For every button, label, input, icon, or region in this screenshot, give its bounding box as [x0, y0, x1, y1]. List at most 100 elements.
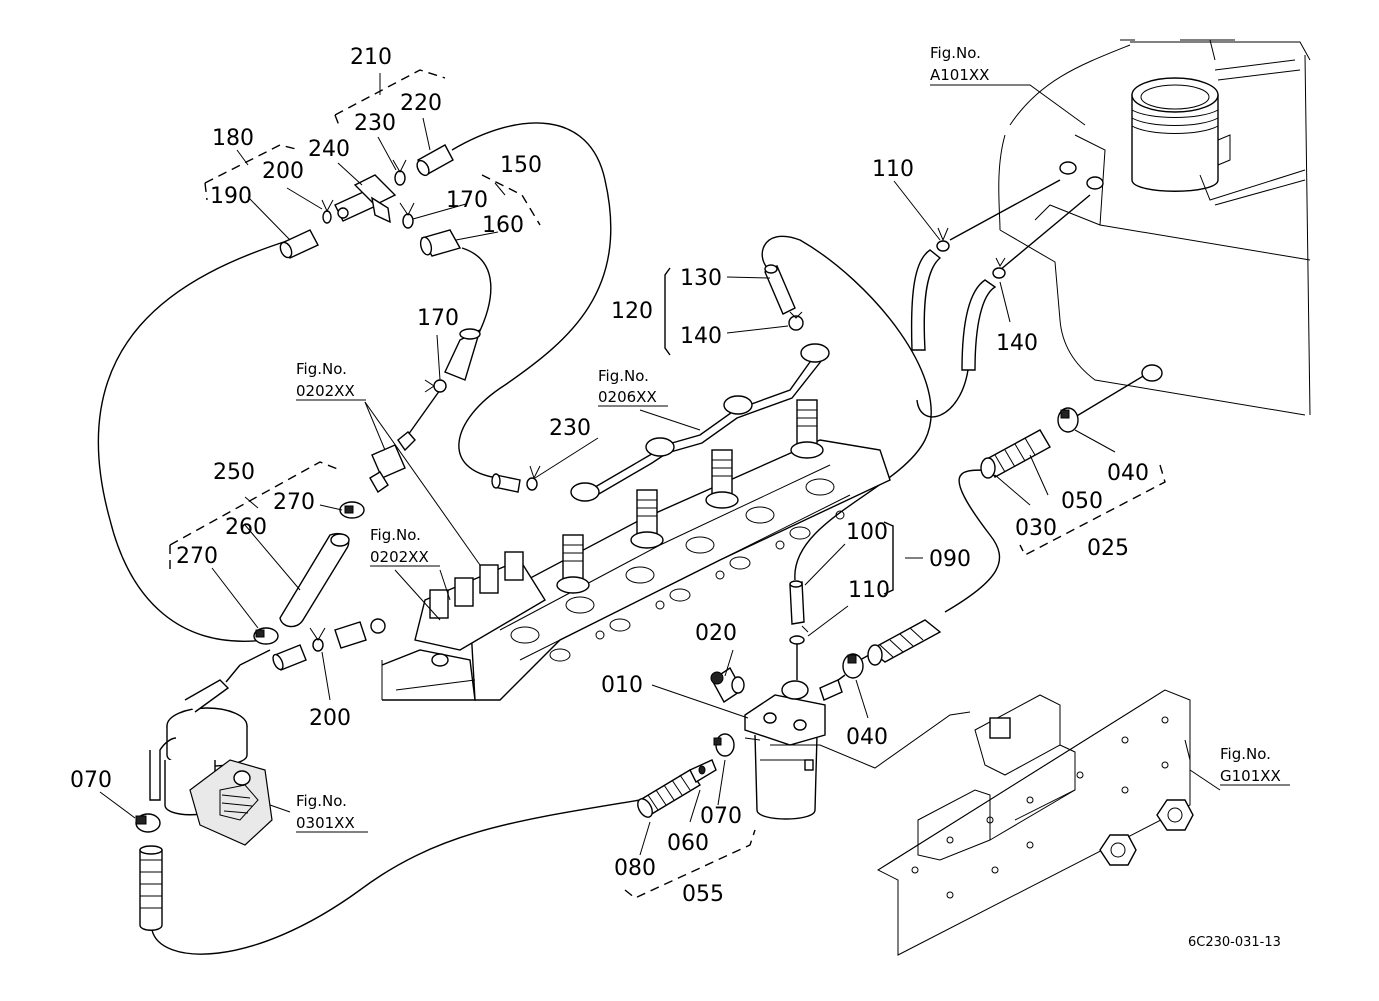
- label-160: 160: [482, 213, 524, 238]
- injector-2: [630, 489, 664, 549]
- part-140-hose-upper: [961, 279, 997, 371]
- fig-ref-0301xx: Fig.No. 0301XX: [296, 792, 368, 833]
- inlet-hose-left: [139, 845, 163, 931]
- label-060: 060: [667, 831, 709, 856]
- part-260-hose: [279, 533, 350, 628]
- filler-neck: [1131, 59, 1306, 206]
- fig-ref-code: G101XX: [1220, 767, 1281, 785]
- part-170-clip-upper: [399, 202, 415, 229]
- label-055: 055: [682, 882, 724, 907]
- label-230-upper: 230: [354, 111, 396, 136]
- fig-ref-code: 0206XX: [598, 388, 657, 406]
- part-140-clip-center: [788, 311, 804, 331]
- fig-ref-title: Fig.No.: [1220, 745, 1271, 763]
- fuel-filter: [744, 680, 826, 820]
- tank-fittings: [1059, 161, 1104, 190]
- label-150: 150: [500, 153, 542, 178]
- fig-ref-title: Fig.No.: [598, 367, 649, 385]
- fig-ref-0206xx: Fig.No. 0206XX: [598, 367, 668, 407]
- label-200-lower: 200: [309, 706, 351, 731]
- label-170-upper: 170: [446, 188, 488, 213]
- part-080-hose: [637, 769, 701, 818]
- part-170-clip-mid: [424, 379, 447, 393]
- pump-outlet-line: [225, 664, 241, 683]
- fuel-lines: [97, 122, 1146, 955]
- label-250: 250: [213, 460, 255, 485]
- filter-outlet-nipple: [819, 679, 843, 701]
- label-025: 025: [1087, 536, 1129, 561]
- part-270-clamp-upper: [339, 501, 365, 519]
- label-260: 260: [225, 515, 267, 540]
- part-230-clip-lower: [526, 465, 541, 491]
- part-240-tee: [334, 174, 397, 224]
- part-160-hose: [419, 229, 462, 257]
- part-200-clip-upper: [321, 199, 334, 224]
- bracket-plate: [876, 689, 1191, 956]
- part-020-air-vent: [710, 666, 745, 704]
- label-070-center: 070: [700, 804, 742, 829]
- injection-pump: [381, 551, 546, 701]
- part-050-hose-right: [980, 429, 1051, 479]
- fig-ref-g101xx: Fig.No. G101XX: [1220, 745, 1290, 786]
- fig-ref-title: Fig.No.: [296, 792, 347, 810]
- group-brackets: [169, 69, 1166, 899]
- label-110-upper: 110: [872, 157, 914, 182]
- fig-ref-code: 0202XX: [370, 548, 429, 566]
- label-040-right: 040: [1107, 461, 1149, 486]
- fig-ref-code: 0301XX: [296, 814, 355, 832]
- injector-4: [790, 399, 824, 459]
- part-230-hose-lower: [491, 473, 521, 493]
- label-210: 210: [350, 45, 392, 70]
- fig-ref-0202xx-lower: Fig.No. 0202XX: [370, 526, 440, 567]
- part-110-clip-upper: [936, 227, 950, 252]
- part-190-hose: [279, 229, 319, 259]
- part-100-hose: [789, 580, 805, 625]
- banjo-bolt-lower: [334, 618, 386, 649]
- label-140-right: 140: [996, 331, 1038, 356]
- bracket-nut-2: [1156, 799, 1194, 831]
- label-270-upper: 270: [273, 490, 315, 515]
- label-220: 220: [400, 91, 442, 116]
- label-040-center: 040: [846, 725, 888, 750]
- label-010: 010: [601, 673, 643, 698]
- clamp-070-left: [135, 813, 161, 833]
- tank-return-fitting: [1141, 364, 1163, 382]
- fig-ref-code: 0202XX: [296, 382, 355, 400]
- part-140-clip-upper: [992, 257, 1006, 279]
- label-080: 080: [614, 856, 656, 881]
- part-070-clamp-center: [713, 733, 735, 757]
- figure-references: Fig.No. A101XX Fig.No. 0202XX Fig.No. 02…: [296, 44, 1290, 833]
- nozzle-return-tee: [369, 431, 416, 494]
- label-200-upper: 200: [262, 159, 304, 184]
- label-110-lower: 110: [848, 578, 890, 603]
- part-030-hose: [867, 619, 942, 666]
- leader-lines: [99, 73, 1221, 856]
- label-030: 030: [1015, 516, 1057, 541]
- label-190: 190: [210, 184, 252, 209]
- part-040-clamp-center: [842, 653, 864, 679]
- overflow-pipe: [570, 343, 830, 502]
- part-110-clip-lower: [789, 625, 809, 645]
- label-100: 100: [846, 520, 888, 545]
- label-270-lower: 270: [176, 544, 218, 569]
- fuel-feed-pump: [149, 679, 273, 846]
- fig-ref-title: Fig.No.: [370, 526, 421, 544]
- label-140-center: 140: [680, 324, 722, 349]
- label-230-lower: 230: [549, 416, 591, 441]
- part-170-hose-mid: [444, 328, 482, 381]
- label-070-left: 070: [70, 768, 112, 793]
- label-240: 240: [308, 137, 350, 162]
- label-130: 130: [680, 266, 722, 291]
- label-170-mid: 170: [417, 306, 459, 331]
- part-200-clip-lower: [309, 627, 326, 652]
- fig-ref-title: Fig.No.: [296, 360, 347, 378]
- part-hose-short-lower: [272, 644, 307, 671]
- injector-1: [556, 534, 590, 594]
- injectors: [556, 399, 824, 594]
- part-060-pipe: [689, 759, 717, 783]
- bracket-nut-1: [1099, 834, 1137, 866]
- fig-ref-title: Fig.No.: [930, 44, 981, 62]
- injector-3: [705, 449, 739, 509]
- part-110-hose-upper: [910, 249, 942, 351]
- fig-ref-code: A101XX: [930, 66, 989, 84]
